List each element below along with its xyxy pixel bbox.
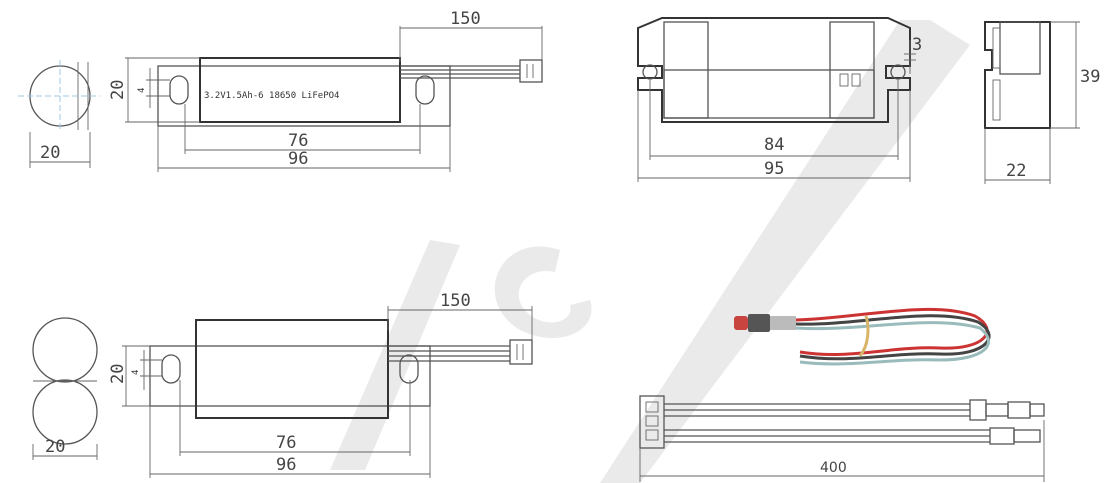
dim-inner: 84 <box>764 135 784 155</box>
dim-slot: 3 <box>912 35 922 55</box>
top-left-view: 20 3.2V1.5Ah-6 18650 LiFePO4 20 <box>18 9 543 172</box>
cable-drawing: 400 <box>639 395 1045 482</box>
dim-outer: 95 <box>764 159 784 179</box>
dim-width: 20 <box>40 143 60 163</box>
dim-height-39: 39 <box>1080 67 1100 87</box>
dim-width-bottom: 20 <box>45 437 65 457</box>
dim-hole-bottom: 4 <box>131 370 141 375</box>
side-view-bottom: 20 4 150 76 96 <box>108 291 533 478</box>
end-view-double-circle: 20 <box>32 317 98 460</box>
dim-total: 96 <box>288 149 308 169</box>
bottom-left-view: 20 20 4 <box>32 291 533 478</box>
dim-lead: 150 <box>450 9 481 29</box>
watermark <box>330 20 970 483</box>
housing-top-view: 3 84 95 <box>637 17 922 182</box>
cable-photo <box>734 307 991 366</box>
end-view-circle: 20 <box>18 60 100 168</box>
dim-mount-bottom: 76 <box>276 433 296 453</box>
dim-mount: 76 <box>288 131 308 151</box>
top-right-view: 3 84 95 39 22 <box>637 17 1100 184</box>
dim-hole: 4 <box>137 88 147 93</box>
dim-height-bottom: 20 <box>108 364 128 384</box>
side-view: 3.2V1.5Ah-6 18650 LiFePO4 20 4 150 <box>108 9 543 172</box>
housing-side-view: 39 22 <box>984 21 1100 184</box>
dim-length: 400 <box>820 460 847 476</box>
dim-lead-bottom: 150 <box>440 291 471 311</box>
dim-height: 20 <box>108 80 128 100</box>
battery-label: 3.2V1.5Ah-6 18650 LiFePO4 <box>204 91 339 101</box>
dim-depth: 22 <box>1006 161 1026 181</box>
dim-total-bottom: 96 <box>276 455 296 475</box>
